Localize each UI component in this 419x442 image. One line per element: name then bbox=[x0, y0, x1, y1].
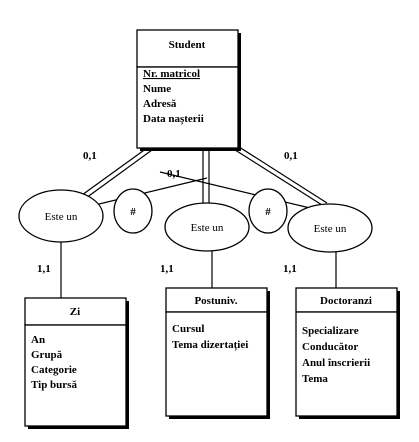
exclusion-marker-left: # bbox=[113, 188, 153, 234]
cardinality-zi: 1,1 bbox=[37, 263, 51, 275]
doctoranzi-attr-enrollment-year: Anul înscrierii bbox=[302, 357, 370, 369]
doctoranzi-attr-topic: Tema bbox=[302, 373, 328, 385]
zi-attr-category: Categorie bbox=[31, 364, 77, 376]
student-attr-name: Nume bbox=[143, 83, 171, 95]
cardinality-student-right: 0,1 bbox=[284, 150, 298, 162]
relationship-right-label: Este un bbox=[314, 223, 347, 235]
connectors bbox=[60, 144, 337, 298]
exclusion-marker-right: # bbox=[248, 188, 288, 234]
zi-attr-group: Grupă bbox=[31, 349, 63, 361]
entity-zi: Zi An Grupă Categorie Tip bursă bbox=[24, 297, 129, 429]
link-student-right-a bbox=[231, 147, 323, 206]
relationship-middle-label: Este un bbox=[191, 222, 224, 234]
link-student-left-b bbox=[85, 149, 153, 199]
zi-attr-year: An bbox=[31, 334, 45, 346]
cardinality-doctoranzi: 1,1 bbox=[283, 263, 297, 275]
entity-doctoranzi: Doctoranzi Specializare Conducător Anul … bbox=[295, 287, 400, 419]
cardinality-student-left: 0,1 bbox=[83, 150, 97, 162]
doctoranzi-title: Doctoranzi bbox=[320, 295, 372, 307]
relationship-left: Este un bbox=[18, 189, 104, 243]
relationship-middle: Este un bbox=[164, 202, 250, 252]
student-attr-key: Nr. matricol bbox=[143, 68, 200, 80]
relationship-right: Este un bbox=[287, 203, 373, 253]
cardinality-postuniv: 1,1 bbox=[160, 263, 174, 275]
exclusion-line-left bbox=[94, 177, 208, 206]
postuniv-attr-course: Cursul bbox=[172, 323, 204, 335]
entity-student: Student Nr. matricol Nume Adresă Data na… bbox=[136, 29, 241, 151]
doctoranzi-attr-specialization: Specializare bbox=[302, 325, 359, 337]
student-attr-address: Adresă bbox=[143, 98, 177, 110]
cardinalities: 0,1 0,1 0,1 1,1 1,1 1,1 bbox=[37, 150, 298, 275]
postuniv-attr-thesis: Tema dizertației bbox=[172, 339, 248, 351]
relationship-left-label: Este un bbox=[45, 211, 78, 223]
postuniv-title: Postuniv. bbox=[194, 295, 237, 307]
link-student-left-a bbox=[81, 147, 148, 196]
zi-attr-scholarship: Tip bursă bbox=[31, 379, 77, 391]
exclusion-left-symbol: # bbox=[130, 206, 136, 218]
cardinality-student-middle: 0,1 bbox=[167, 168, 181, 180]
doctoranzi-attr-supervisor: Conducător bbox=[302, 341, 358, 353]
zi-title: Zi bbox=[70, 306, 80, 318]
student-title: Student bbox=[169, 39, 206, 51]
exclusion-right-symbol: # bbox=[265, 206, 271, 218]
entity-postuniv: Postuniv. Cursul Tema dizertației bbox=[165, 287, 270, 419]
student-attr-birthdate: Data nașterii bbox=[143, 113, 204, 125]
link-student-right-b bbox=[235, 144, 328, 204]
